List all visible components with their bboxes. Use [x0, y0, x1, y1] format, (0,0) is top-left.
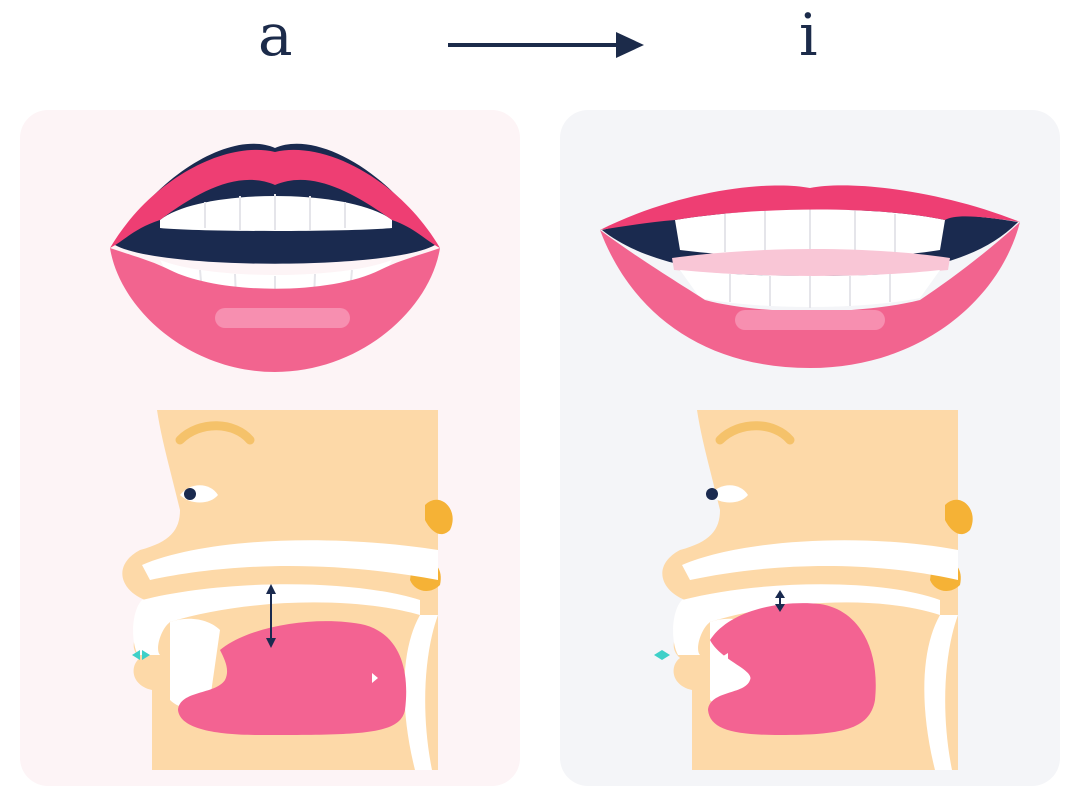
- vowel-i-label: i: [799, 6, 818, 64]
- head-profile-i-icon: [654, 410, 973, 770]
- vowel-i-panel: [560, 110, 1060, 786]
- vowel-a-label: a: [258, 6, 293, 64]
- head-profile-a-icon: [122, 410, 452, 770]
- vowel-a-panel: [20, 110, 520, 786]
- open-mouth-lips-icon: [110, 144, 440, 372]
- transition-arrow-icon: [448, 30, 648, 60]
- spread-lips-icon: [600, 185, 1020, 368]
